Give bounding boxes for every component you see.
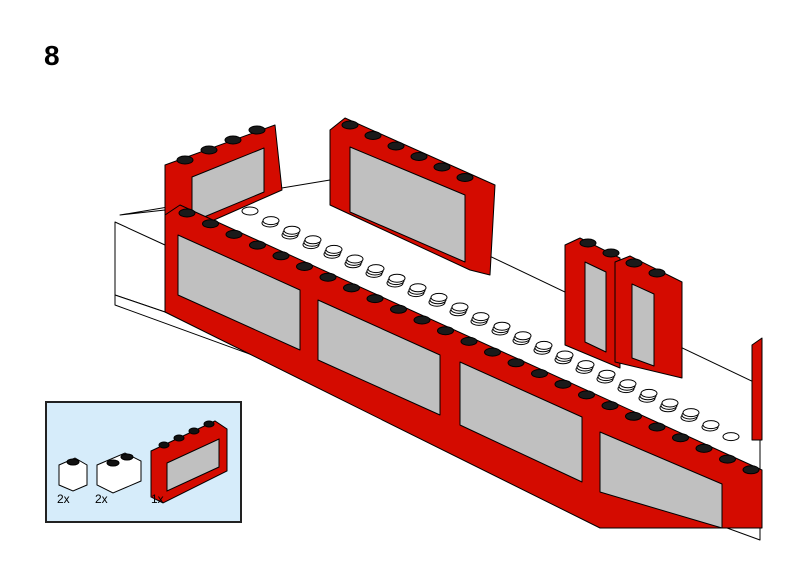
stud xyxy=(388,273,406,283)
far-right-red-piece xyxy=(751,337,763,441)
stud xyxy=(325,244,343,254)
stud xyxy=(225,229,243,239)
stud xyxy=(648,268,666,278)
stud xyxy=(409,283,427,293)
stud xyxy=(702,420,720,430)
parts-illustrations xyxy=(58,420,228,504)
stud xyxy=(178,208,196,218)
stud xyxy=(507,358,525,368)
parts-list-panel: 2x 2x 1x xyxy=(45,401,242,523)
stud xyxy=(648,422,666,432)
stud xyxy=(682,408,700,418)
part-white-brick-1x2 xyxy=(96,452,142,494)
stud xyxy=(437,326,454,336)
stud xyxy=(341,120,359,130)
stud xyxy=(364,131,382,140)
right-window-2-glass xyxy=(631,283,655,367)
right-window-1-glass xyxy=(584,261,607,353)
stud xyxy=(413,315,431,325)
stud xyxy=(460,336,478,346)
stud xyxy=(296,262,313,271)
stud xyxy=(556,350,574,360)
stud xyxy=(248,125,266,135)
part-red-window xyxy=(150,420,228,504)
stud xyxy=(430,292,448,302)
stud xyxy=(695,443,713,453)
stud xyxy=(472,312,490,322)
stud xyxy=(722,432,740,442)
window-glass-2 xyxy=(317,299,441,416)
step-number: 8 xyxy=(44,40,60,71)
part-quantity: 1x xyxy=(151,492,164,506)
back-window-tall-glass xyxy=(349,146,466,263)
stud xyxy=(640,388,658,398)
stud xyxy=(176,155,194,165)
stud xyxy=(625,411,642,421)
stud xyxy=(272,251,290,261)
stud xyxy=(661,398,679,408)
stud xyxy=(514,331,532,341)
stud xyxy=(531,369,548,378)
stud xyxy=(366,294,384,304)
stud xyxy=(387,141,405,151)
stud xyxy=(262,216,280,226)
stud xyxy=(598,369,616,379)
stud xyxy=(410,152,428,161)
stud xyxy=(601,401,619,411)
stud xyxy=(625,258,643,268)
stud xyxy=(577,360,595,370)
stud xyxy=(719,454,736,464)
stud xyxy=(249,240,266,250)
stud xyxy=(202,219,219,229)
window-glass-4 xyxy=(599,431,723,529)
stud xyxy=(619,379,637,389)
stud xyxy=(433,162,451,172)
stud xyxy=(451,302,469,312)
window-glass-1 xyxy=(177,234,301,351)
part-quantity: 2x xyxy=(57,492,70,506)
stud xyxy=(200,145,218,155)
stud xyxy=(578,390,595,400)
part-quantity: 2x xyxy=(95,492,108,506)
stud xyxy=(602,248,620,258)
stud xyxy=(579,238,597,248)
stud xyxy=(535,340,553,350)
stud xyxy=(304,235,322,245)
stud xyxy=(484,347,501,357)
stud xyxy=(493,321,511,331)
stud xyxy=(319,272,337,282)
stud xyxy=(346,254,364,264)
back-window-left-glass xyxy=(191,147,265,223)
stud xyxy=(283,225,301,235)
stud xyxy=(390,304,407,314)
stud xyxy=(367,264,385,274)
stud xyxy=(224,135,242,145)
window-glass-3 xyxy=(459,361,583,483)
stud xyxy=(343,283,360,293)
stud xyxy=(554,379,572,389)
part-white-brick-1x1 xyxy=(58,457,88,492)
stud xyxy=(742,465,760,475)
stud xyxy=(672,433,689,443)
stud xyxy=(456,173,474,182)
stud xyxy=(241,206,259,216)
